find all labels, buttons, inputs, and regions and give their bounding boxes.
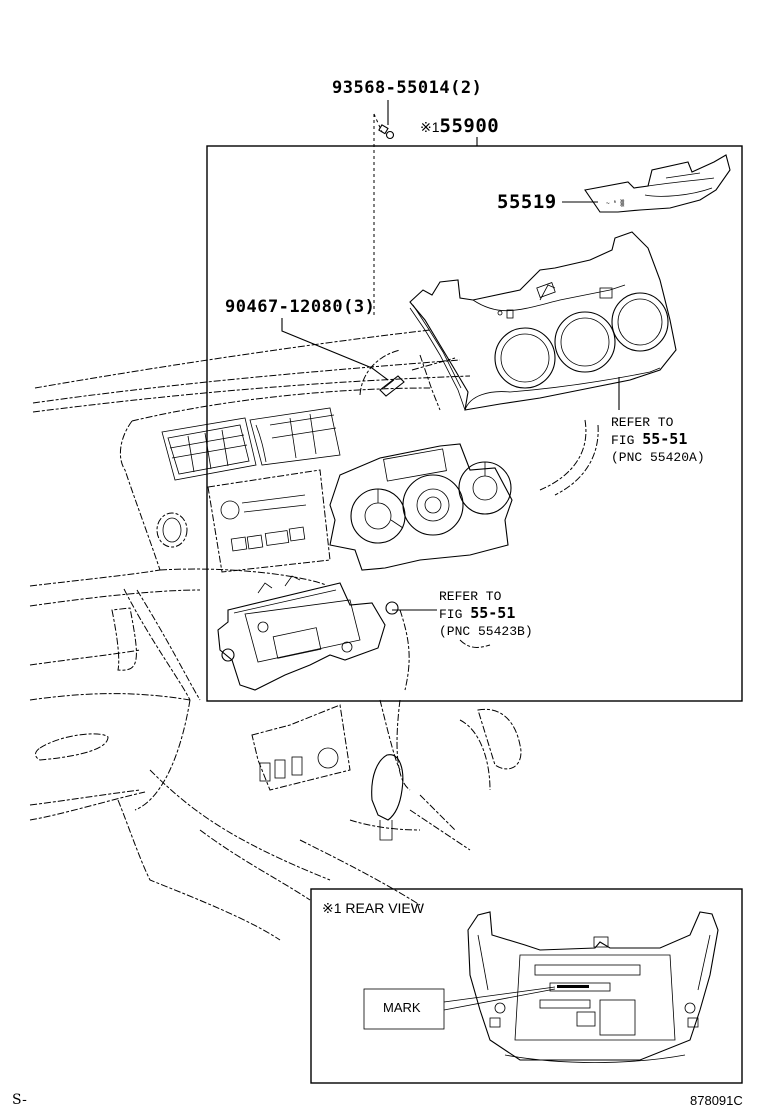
rear-view-panel [467,911,719,1063]
radio-unit [207,469,331,573]
ref-line1: REFER TO [439,589,502,604]
ref-fig-prefix: FIG [611,433,635,448]
svg-text:~ ᴿ ▒: ~ ᴿ ▒ [606,199,624,207]
reference-control-unit: REFER TO FIG 55-51 (PNC 55420A) [611,414,705,466]
footer-left: S- [12,1092,27,1108]
screw-part-number: 93568-55014 [332,78,451,98]
ref-pnc: (PNC 55423B) [439,624,533,639]
dashboard-outline [29,329,471,941]
trim-panel-55519: ~ ᴿ ▒ [584,154,731,213]
clip-part-number: 90467-12080 [225,297,344,317]
ref-pnc: (PNC 55420A) [611,450,705,465]
panel-part-number: 55900 [439,115,500,137]
callout-panel: ※155900 [420,117,499,136]
ref-fig-number[interactable]: 55-51 [470,604,516,622]
heater-control-unit [329,443,513,571]
ref-fig-line: FIG 55-51 [439,605,533,623]
panel-prefix: ※1 [420,119,440,135]
guide-arcs [539,419,599,496]
callout-trim: 55519 [497,191,557,213]
ref-fig-line: FIG 55-51 [611,431,705,449]
inset-frame [310,888,743,1084]
clip-qty: (3) [343,297,376,317]
clip-icon [359,349,456,411]
cluster-panel-55900 [409,231,677,411]
main-frame [206,145,743,702]
mark-label: MARK [383,1000,421,1015]
center-vents [161,407,341,481]
callout-clip: 90467-12080(3) [225,299,375,316]
reference-bracket: REFER TO FIG 55-51 (PNC 55423B) [439,588,533,640]
screw-qty: (2) [450,78,483,98]
footer-diagram-id: 878091C [690,1093,743,1108]
mounting-bracket [217,575,491,691]
ref-fig-number[interactable]: 55-51 [642,430,688,448]
callout-screw: 93568-55014(2) [332,80,482,97]
mark-leader [443,986,556,1003]
mark-box [363,988,445,1030]
ref-fig-prefix: FIG [439,607,463,622]
screw-icon [373,113,395,318]
ref-line1: REFER TO [611,415,674,430]
inset-title: ※1 REAR VIEW [322,900,424,916]
lower-console [251,699,522,906]
